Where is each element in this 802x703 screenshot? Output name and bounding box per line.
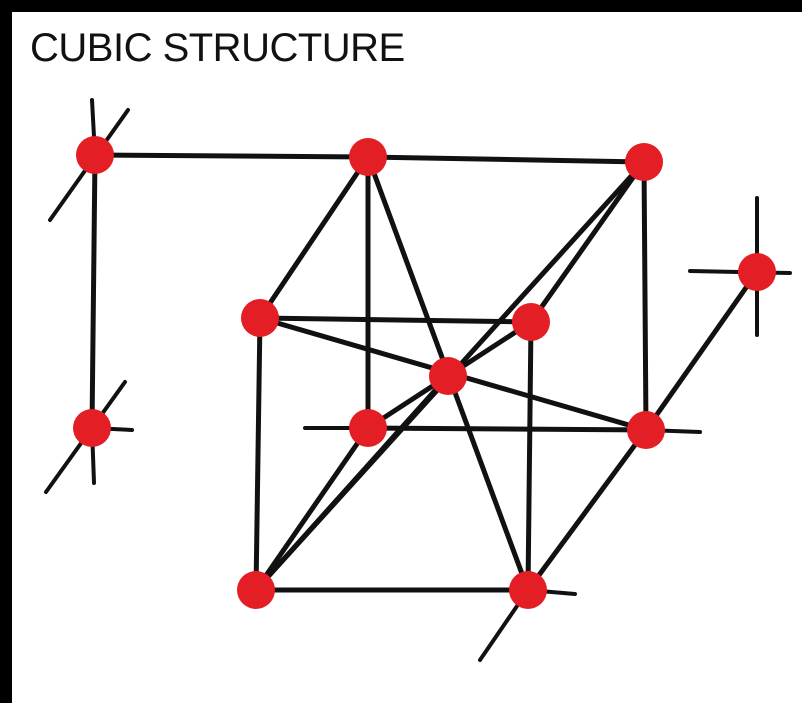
bond-front-right <box>525 319 534 593</box>
bond-conn-tl <box>257 154 371 321</box>
bond-center-to-bottom-left <box>253 373 451 593</box>
atom-front-bottom-right <box>509 571 547 609</box>
figure-title: CUBIC STRUCTURE <box>30 26 405 70</box>
atom-body-center <box>429 357 467 395</box>
bond-conn-tr <box>528 159 647 325</box>
bond-top-right <box>365 154 647 165</box>
bond-back-bottom <box>365 425 649 433</box>
bond-front-top <box>257 315 534 325</box>
atom-far-right <box>738 253 776 291</box>
bond-conn-bl <box>253 425 371 593</box>
atoms <box>73 136 776 609</box>
bond-front-left <box>253 315 263 593</box>
atom-back-bottom-left <box>349 409 387 447</box>
bond-right-extension <box>643 269 760 433</box>
atom-front-bottom-left <box>237 571 275 609</box>
atom-back-top-left <box>349 138 387 176</box>
atom-back-top-right <box>625 143 663 181</box>
bonds <box>89 152 760 593</box>
atom-top-left <box>76 136 114 174</box>
atom-front-top-right <box>512 303 550 341</box>
bond-left-vertical <box>89 152 98 431</box>
atom-front-top-left <box>241 299 279 337</box>
bond-right-vertical <box>641 159 649 433</box>
bond-top-left <box>92 152 371 160</box>
atom-back-bottom-right <box>627 411 665 449</box>
atom-lower-left <box>73 409 111 447</box>
bond-conn-br <box>525 427 649 593</box>
